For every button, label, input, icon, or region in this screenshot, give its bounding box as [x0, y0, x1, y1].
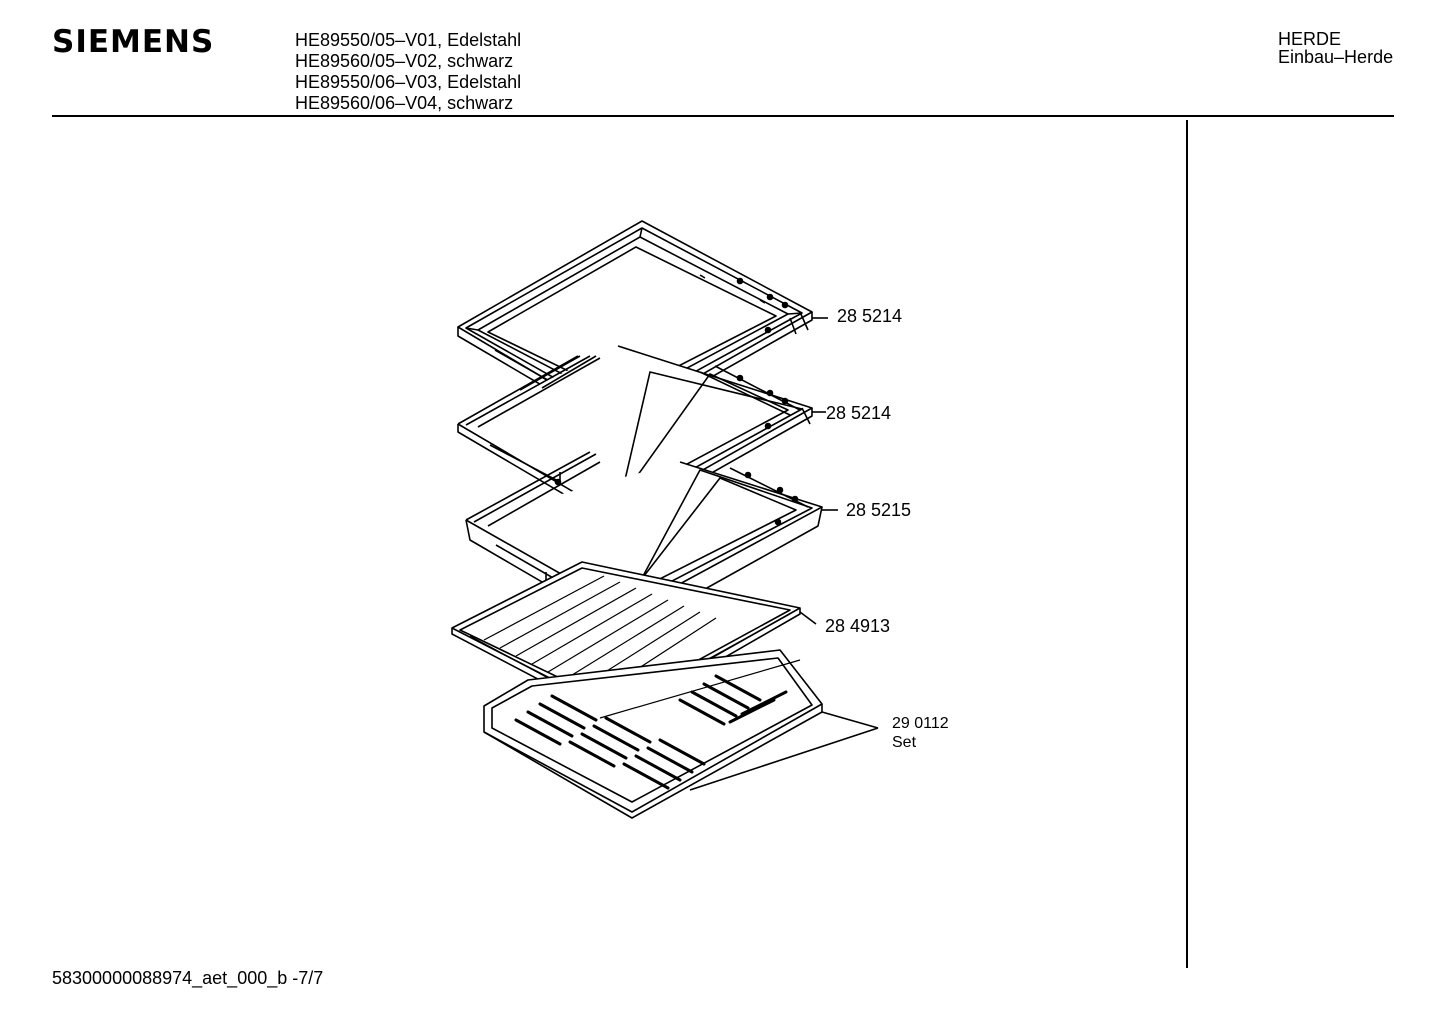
- model-line: HE89560/06–V04, schwarz: [295, 93, 514, 113]
- part-number-label: 28 5215: [846, 500, 911, 520]
- model-line: HE89560/05–V02, schwarz: [295, 51, 514, 71]
- leader-line: [689, 711, 879, 791]
- category-block: HERDE Einbau–Herde: [1278, 30, 1393, 66]
- part-set-label: Set: [892, 734, 917, 751]
- document-id: 58300000088974_aet_000_b -7/7: [52, 968, 324, 988]
- model-line: HE89550/06–V03, Edelstahl: [295, 72, 522, 92]
- side-divider: [1186, 120, 1188, 968]
- category-title: HERDE: [1278, 29, 1342, 49]
- model-line: HE89550/05–V01, Edelstahl: [295, 30, 522, 50]
- model-list: HE89550/05–V01, Edelstahl HE89560/05–V02…: [295, 30, 521, 114]
- part-number-label: 28 5214: [837, 306, 902, 326]
- header-divider: [52, 115, 1394, 117]
- leader-line: [799, 611, 817, 625]
- part-number-label: 28 5214: [826, 403, 891, 423]
- category-subtitle: Einbau–Herde: [1278, 47, 1394, 67]
- part-grill-pan-set[interactable]: [483, 649, 823, 819]
- part-number-label: 28 4913: [825, 616, 890, 636]
- brand-logo: SIEMENS: [52, 24, 215, 60]
- part-number-label: 29 0112: [892, 715, 949, 732]
